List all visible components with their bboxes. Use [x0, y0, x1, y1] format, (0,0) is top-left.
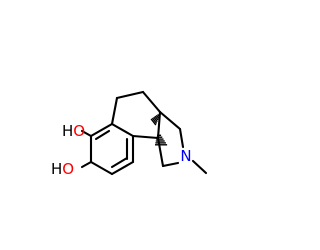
double-bond-inner-2	[110, 156, 129, 169]
bond-c3-n	[178, 127, 185, 149]
bond-n-methyl	[191, 159, 208, 175]
benzene-ring	[89, 122, 135, 176]
bond-c7-oh	[80, 160, 93, 169]
bond-c5a-c6	[89, 122, 114, 138]
hydroxyl-top-text-h: H	[62, 122, 73, 140]
bond-c3a-c3	[158, 110, 182, 131]
stereo-wedge-c3a	[150, 113, 160, 126]
stereo-wedge-c9b	[155, 134, 168, 146]
bond-c5-c4	[115, 90, 145, 100]
hydroxyl-top-text-o: O	[73, 122, 85, 140]
double-bond-inner-1	[94, 129, 111, 141]
bond-c5a-c5	[110, 96, 119, 126]
bond-c6-oh	[80, 129, 93, 138]
molecule-drawing: HO HO N	[51, 90, 208, 178]
bond-c8-c9	[110, 160, 135, 176]
hydroxyl-top-label: HO	[62, 122, 85, 140]
bond-c4-c3a	[141, 90, 162, 114]
hydroxyl-bottom-text: HO	[51, 160, 74, 178]
cyclohexane-ring	[110, 90, 162, 140]
bond-n-c1	[161, 161, 180, 168]
hydroxyl-top-text: HO	[62, 122, 85, 140]
nitrogen-label: N	[180, 147, 191, 165]
bond-c9b-c9a	[131, 134, 160, 140]
bond-c7-c8	[89, 160, 114, 176]
bond-c9a-c5a	[110, 122, 135, 138]
hydroxyl-bottom-text-h: H	[51, 160, 62, 178]
structure-canvas: HO HO N	[51, 90, 208, 178]
hydroxyl-bottom-text-o: O	[62, 160, 74, 178]
hydroxyl-bottom-label: HO	[51, 160, 74, 178]
